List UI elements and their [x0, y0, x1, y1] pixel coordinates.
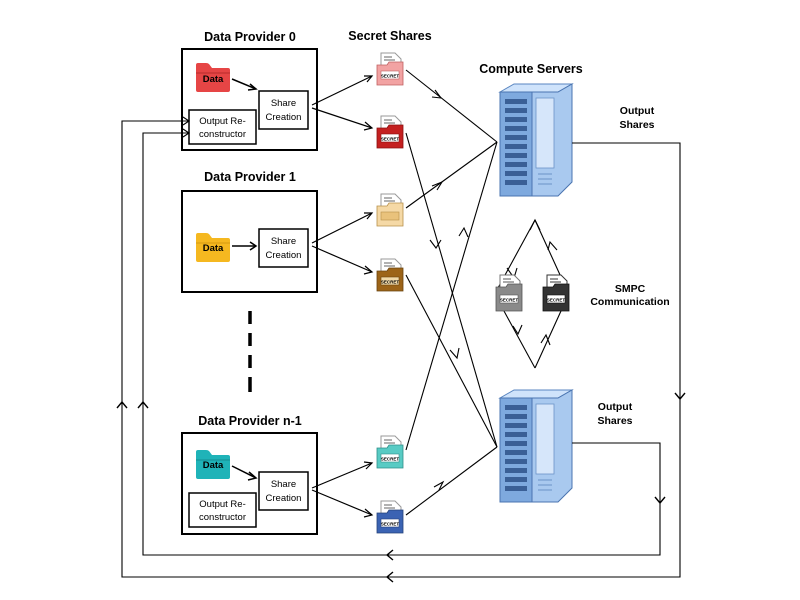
provider-0-group: Data Provider 0 Data Share Creation Outp…	[181, 30, 318, 151]
provider-n1-share-label-1: Share	[271, 479, 296, 490]
provider-n1-data-folder-icon	[196, 450, 230, 479]
provider-1-share-creation-box	[258, 228, 309, 268]
provider-1-title: Data Provider 1	[204, 170, 296, 184]
compute-server-bottom-icon	[498, 389, 574, 503]
output-shares-top-line1: Output	[620, 105, 655, 117]
provider-n1-output-label-1: Output Re-	[199, 499, 245, 510]
provider-0-share-label-2: Creation	[266, 112, 302, 123]
provider-0-output-label-2: constructor	[199, 129, 246, 140]
provider-0-share-label-1: Share	[271, 98, 296, 109]
provider-0-data-folder-icon	[196, 63, 230, 92]
secret-share-1b-label: SECRET	[381, 280, 400, 285]
provider-1-data-label: Data	[203, 243, 224, 254]
smpc-secret-right-label: SECRET	[547, 298, 566, 303]
secret-share-1b-icon: SECRET	[376, 258, 404, 292]
output-shares-bottom-line2: Shares	[597, 415, 632, 427]
output-shares-bottom-line1: Output	[598, 401, 633, 413]
secret-share-2a-label: SECRET	[381, 457, 400, 462]
secret-share-2b-icon: SECRET	[376, 500, 404, 534]
provider-1-share-label-2: Creation	[266, 250, 302, 261]
provider-1-data-folder-icon	[196, 233, 230, 262]
output-shares-top-line2: Shares	[619, 119, 654, 131]
provider-0-title: Data Provider 0	[204, 30, 296, 44]
compute-servers-title: Compute Servers	[479, 62, 583, 76]
secret-share-0a-label: SECRET	[381, 74, 400, 79]
secret-share-1a-icon	[376, 193, 404, 227]
output-return-lines	[116, 116, 686, 583]
provider-0-output-label-1: Output Re-	[199, 116, 245, 127]
compute-server-top-icon	[498, 83, 574, 197]
provider-1-share-label-1: Share	[271, 236, 296, 247]
provider-n1-data-label: Data	[203, 460, 224, 471]
provider-n1-share-creation-box	[258, 471, 309, 511]
share-to-server-lines	[405, 69, 498, 516]
provider-0-data-label: Data	[203, 74, 224, 85]
provider-n1-output-label-2: constructor	[199, 512, 246, 523]
secret-share-2b-label: SECRET	[381, 522, 400, 527]
provider-n1-data-to-share-arrow	[231, 465, 257, 479]
smpc-label-line2: Communication	[590, 296, 669, 308]
provider-n1-box	[181, 432, 318, 535]
secret-share-0a-icon: SECRET	[376, 52, 404, 86]
provider-n1-output-reconstructor-box	[188, 492, 257, 528]
provider-1-group: Data Provider 1 Data Share Creation	[181, 170, 318, 293]
provider-n1-share-label-2: Creation	[266, 493, 302, 504]
smpc-label-line1: SMPC	[615, 283, 646, 295]
secret-share-0b-icon: SECRET	[376, 115, 404, 149]
provider-0-box	[181, 48, 318, 151]
secret-share-2a-icon: SECRET	[376, 435, 404, 469]
provider-1-box	[181, 190, 318, 293]
share-distribution-arrows	[311, 75, 374, 518]
secret-shares-title: Secret Shares	[348, 29, 431, 43]
secret-share-0b-label: SECRET	[381, 137, 400, 142]
smpc-secret-doc-left-icon: SECRET	[495, 274, 523, 312]
smpc-secret-left-label: SECRET	[500, 298, 519, 303]
provider-0-output-reconstructor-box	[188, 109, 257, 145]
provider-n1-title: Data Provider n-1	[198, 414, 302, 428]
smpc-secret-doc-right-icon: SECRET	[542, 274, 570, 312]
provider-0-share-creation-box	[258, 90, 309, 130]
provider-n1-group: Data Provider n-1 Data Share Creation Ou…	[181, 414, 318, 535]
provider-0-data-to-share-arrow	[231, 78, 257, 90]
